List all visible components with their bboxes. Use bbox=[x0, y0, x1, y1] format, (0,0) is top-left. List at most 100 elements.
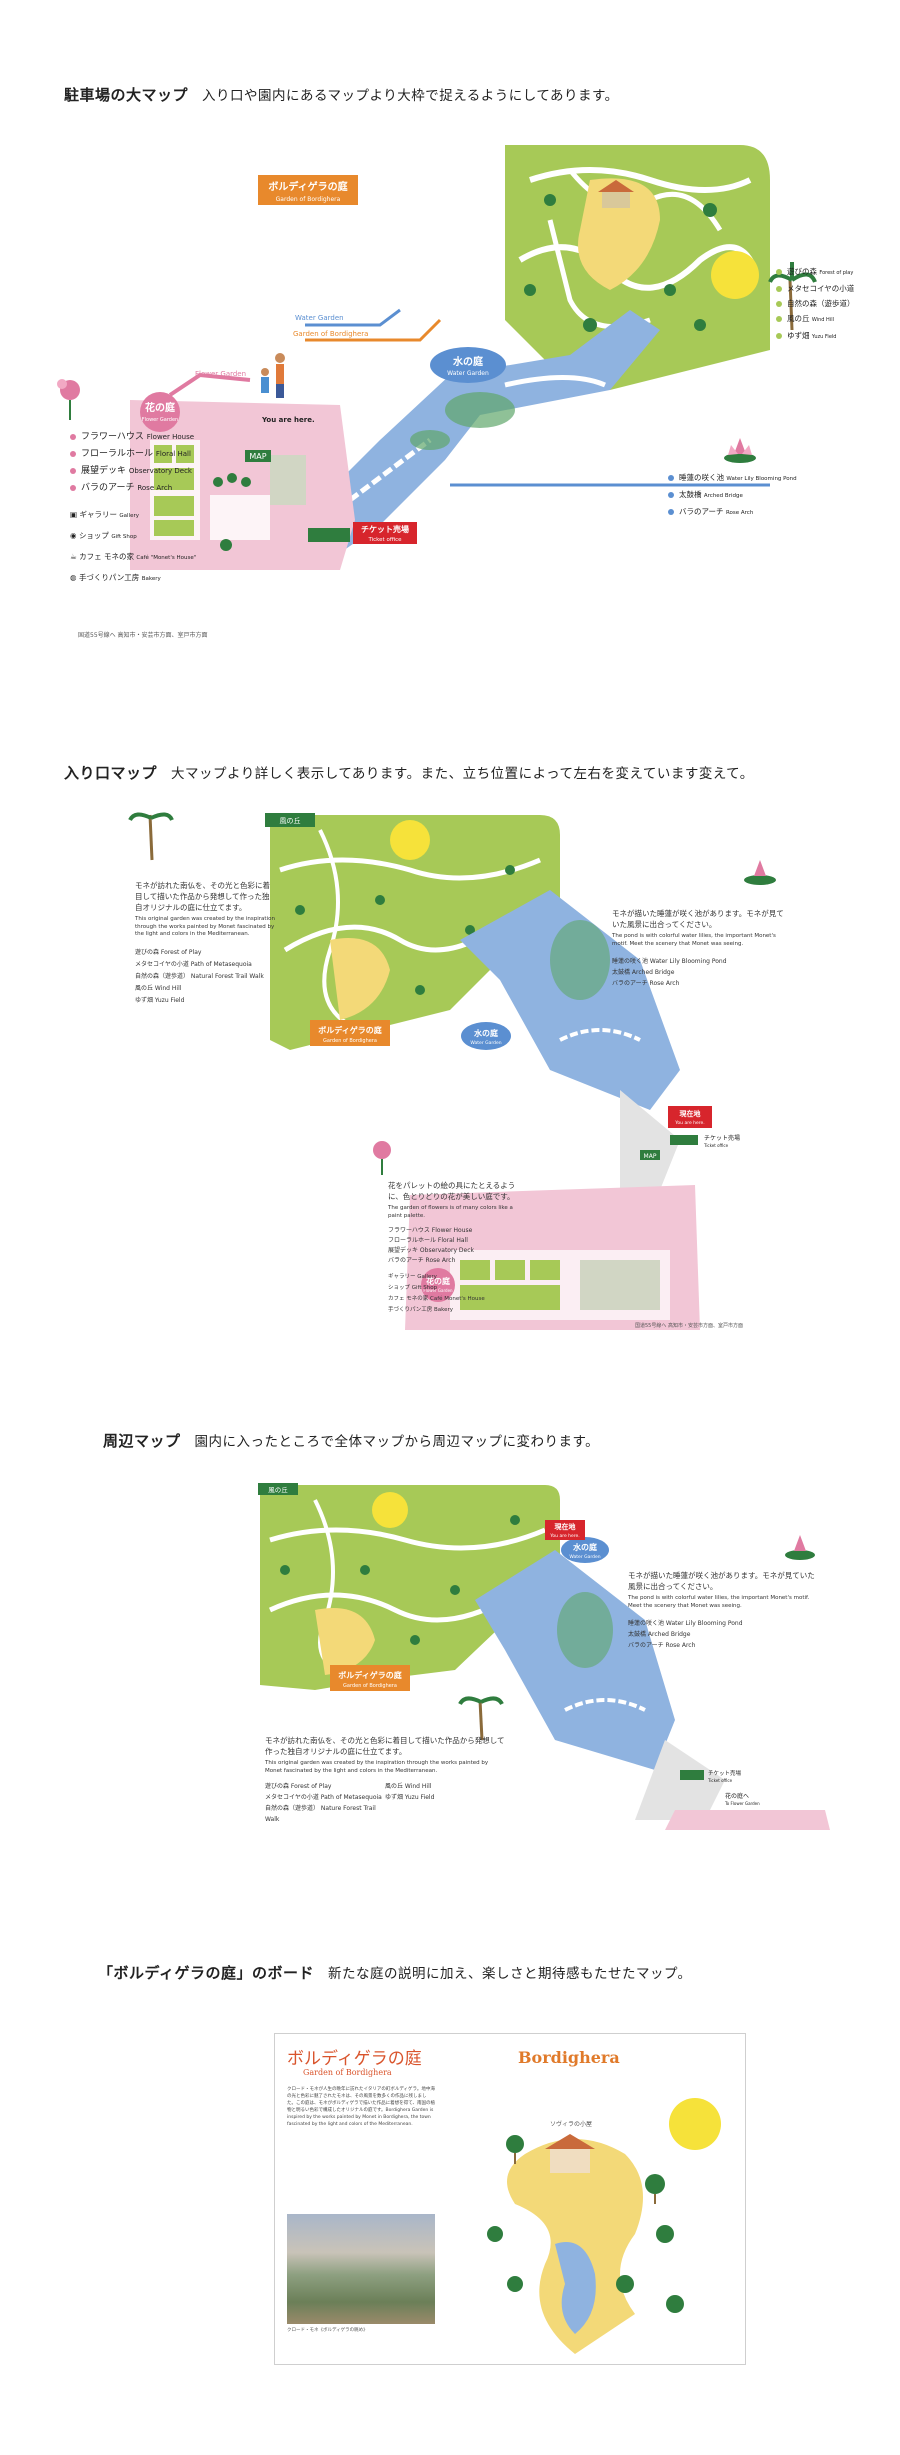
map2-right-description: モネが描いた睡蓮が咲く池があります。モネが見ていた風景に出合ってください。 Th… bbox=[612, 908, 790, 989]
sun-icon bbox=[390, 820, 430, 860]
svg-text:Ticket office: Ticket office bbox=[707, 1778, 733, 1783]
legend-item: フローラルホール Floral Hall bbox=[388, 1237, 468, 1244]
description-jp: モネが訪れた南仏を、その光と色彩に着目して描いた作品から発想して作った独自オリジ… bbox=[265, 1736, 505, 1756]
svg-text:Water Garden: Water Garden bbox=[569, 1554, 600, 1560]
legend-item: 遊びの森 Forest of Play bbox=[135, 948, 202, 956]
map-sign: MAP bbox=[245, 450, 271, 462]
legend-item: 自然の森（遊歩道） Nature Forest Trail Walk bbox=[265, 1805, 376, 1823]
palm-tree-icon bbox=[458, 1696, 504, 1741]
board-title: ボルディゲラの庭 bbox=[287, 2049, 422, 2069]
map2-flower-description: 花をパレットの絵の具にたとえるように、色とりどりの花が美しい庭です。 The g… bbox=[388, 1180, 528, 1316]
water-lily-icon bbox=[744, 860, 776, 885]
to-flower-garden-label-en: To Flower Garden bbox=[724, 1801, 760, 1806]
svg-text:Water Garden: Water Garden bbox=[470, 1040, 501, 1046]
section-title: 「ボルディゲラの庭」のボード bbox=[98, 1964, 314, 1982]
section-heading-area-map: 周辺マップ園内に入ったところで全体マップから周辺マップに変わります。 bbox=[103, 1430, 599, 1451]
section-heading-entrance-map: 入り口マップ大マップより詳しく表示してあります。また、立ち位置によって左右を変え… bbox=[64, 762, 754, 783]
section-subtitle: 園内に入ったところで全体マップから周辺マップに変わります。 bbox=[194, 1434, 600, 1450]
you-are-here-sign: 現在地 You are here. bbox=[668, 1106, 712, 1128]
legend-item: バラのアーチ Rose Arch bbox=[612, 980, 680, 987]
svg-text:MAP: MAP bbox=[644, 1153, 657, 1160]
svg-text:花の庭: 花の庭 bbox=[426, 1276, 451, 1286]
legend-item: 遊びの森 Forest of Play bbox=[265, 1783, 332, 1790]
house-label: ソヴィラの小屋 bbox=[550, 2120, 592, 2128]
to-flower-garden-label: 花の庭へ bbox=[725, 1792, 749, 1800]
flower-legend: フラワーハウス Flower House フローラルホール Floral Hal… bbox=[70, 429, 194, 497]
legend-item: メタセコイヤの小道 Path of Metasequoia bbox=[265, 1794, 382, 1801]
legend-item: 展望デッキ Observatory Deck bbox=[388, 1247, 474, 1254]
description-en: The pond is with colorful water lilies, … bbox=[628, 1595, 810, 1609]
svg-text:チケット売場: チケット売場 bbox=[361, 524, 409, 534]
wind-hill-label: 風の丘 bbox=[280, 816, 301, 825]
svg-text:Ticket office: Ticket office bbox=[703, 1143, 729, 1148]
bordighera-board: ボルディゲラの庭 Garden of Bordighera クロード・モネが人生… bbox=[274, 2033, 746, 2365]
map3-left-description: モネが訪れた南仏を、その光と色彩に着目して描いた作品から発想して作った独自オリジ… bbox=[265, 1735, 505, 1825]
legend-item: バラのアーチ Rose Arch bbox=[388, 1257, 456, 1264]
flower-illustration-icon bbox=[57, 379, 80, 420]
area-map: 風の丘 ボルディゲラの庭 Garden of Bordighera 水の庭 Wa… bbox=[258, 1483, 830, 1830]
legend-item: メタセコイヤの小道 bbox=[776, 281, 855, 296]
legend-item: フラワーハウス Flower House bbox=[70, 429, 194, 446]
bordighera-banner: ボルディゲラの庭 Garden of Bordighera bbox=[258, 175, 358, 205]
legend-item: ◍ 手づくりパン工房 Bakery bbox=[70, 573, 161, 582]
facility-legend: ▣ ギャラリー Gallery ◉ ショップ Gift Shop ☕ カフェ モ… bbox=[70, 505, 196, 589]
description-jp: モネが描いた睡蓮が咲く池があります。モネが見ていた風景に出合ってください。 bbox=[612, 909, 784, 929]
ticket-office-sign: チケット売場 Ticket office bbox=[670, 1134, 740, 1148]
svg-text:現在地: 現在地 bbox=[555, 1522, 576, 1531]
legend-item: バラのアーチ Rose Arch bbox=[628, 1642, 696, 1649]
legend-item: ▣ ギャラリー Gallery bbox=[70, 510, 139, 519]
svg-text:チケット売場: チケット売場 bbox=[708, 1769, 742, 1777]
svg-text:Flower Garden: Flower Garden bbox=[142, 417, 178, 423]
svg-text:水の庭: 水の庭 bbox=[473, 1028, 499, 1038]
svg-text:ボルディゲラの庭: ボルディゲラの庭 bbox=[318, 1025, 382, 1035]
flower-illustration-icon bbox=[373, 1141, 391, 1175]
svg-text:Garden of Bordighera: Garden of Bordighera bbox=[276, 196, 341, 203]
svg-text:You are here.: You are here. bbox=[549, 1533, 579, 1539]
section-title: 入り口マップ bbox=[64, 764, 158, 782]
svg-text:水の庭: 水の庭 bbox=[452, 355, 484, 368]
svg-text:Flower Garden: Flower Garden bbox=[423, 1288, 453, 1293]
visitor-figure bbox=[261, 353, 285, 398]
legend-item: 太鼓橋 Arched Bridge bbox=[668, 487, 797, 504]
flower-direction-label: Flower Garden bbox=[195, 370, 246, 378]
svg-text:ボルディゲラの庭: ボルディゲラの庭 bbox=[338, 1670, 402, 1680]
legend-item: ゆず畑 Yuzu Field bbox=[776, 328, 855, 345]
water-garden-bubble: 水の庭 Water Garden bbox=[461, 1022, 511, 1050]
svg-text:Garden of Bordighera: Garden of Bordighera bbox=[323, 1038, 377, 1044]
description-jp: 花をパレットの絵の具にたとえるように、色とりどりの花が美しい庭です。 bbox=[388, 1181, 516, 1201]
legend-item: 睡蓮の咲く池 Water Lily Blooming Pond bbox=[612, 958, 727, 965]
forest-legend: 遊びの森 Forest of play メタセコイヤの小道 自然の森（遊歩道） … bbox=[776, 264, 855, 345]
legend-item: ゆず畑 Yuzu Field bbox=[385, 1794, 435, 1801]
map3-right-description: モネが描いた睡蓮が咲く池があります。モネが見ていた風景に出合ってください。 Th… bbox=[628, 1570, 818, 1651]
legend-item: 風の丘 Wind Hill bbox=[776, 311, 855, 328]
monet-painting-image bbox=[287, 2214, 435, 2324]
legend-item: ☕ カフェ モネの家 Café "Monet's House" bbox=[70, 552, 197, 561]
painting-caption: クロード・モネ《ボルディゲラの眺め》 bbox=[287, 2328, 368, 2333]
description-jp: モネが描いた睡蓮が咲く池があります。モネが見ていた風景に出合ってください。 bbox=[628, 1571, 815, 1591]
water-corridor bbox=[460, 890, 680, 1110]
legend-item: 風の丘 Wind Hill bbox=[135, 984, 182, 992]
legend-item: 手づくりパン工房 Bakery bbox=[388, 1307, 454, 1313]
description-en: The garden of flowers is of many colors … bbox=[388, 1205, 513, 1219]
description-jp: モネが訪れた南仏を、その光と色彩に着目して描いた作品から発想して作った独自オリジ… bbox=[135, 881, 270, 912]
svg-text:Ticket office: Ticket office bbox=[367, 537, 402, 543]
description-en: This original garden was created by the … bbox=[265, 1760, 489, 1774]
wind-hill-label: 風の丘 bbox=[268, 1485, 288, 1494]
board-subtitle: Garden of Bordighera bbox=[303, 2068, 392, 2077]
bordighera-banner: ボルディゲラの庭 Garden of Bordighera bbox=[330, 1665, 410, 1691]
sun-icon bbox=[669, 2098, 721, 2150]
legend-item: バラのアーチ Rose Arch bbox=[668, 504, 797, 521]
map-sign: MAP bbox=[640, 1150, 660, 1160]
map2-footnote: 国道55号線へ 高知市・安芸市方面、室戸市方面 bbox=[635, 1323, 743, 1329]
legend-item: 展望デッキ Observatory Deck bbox=[70, 463, 194, 480]
svg-text:ボルディゲラの庭: ボルディゲラの庭 bbox=[268, 180, 348, 193]
map2-left-description: モネが訪れた南仏を、その光と色彩に着目して描いた作品から発想して作った独自オリジ… bbox=[135, 880, 275, 1007]
flower-garden-bubble: 花の庭 Flower Garden bbox=[140, 392, 180, 432]
legend-item: フラワーハウス Flower House bbox=[388, 1227, 473, 1234]
section-subtitle: 新たな庭の説明に加え、楽しさと期待感もたせたマップ。 bbox=[327, 1966, 692, 1982]
legend-item: フローラルホール Floral Hall bbox=[70, 446, 194, 463]
parking-large-map: ボルディゲラの庭 Garden of Bordighera 水の庭 Water … bbox=[57, 145, 817, 570]
legend-item: 自然の森（遊歩道） Natural Forest Trail Walk bbox=[135, 972, 264, 980]
sun-icon bbox=[711, 251, 759, 299]
flower-garden-bubble: 花の庭 Flower Garden bbox=[421, 1268, 455, 1302]
